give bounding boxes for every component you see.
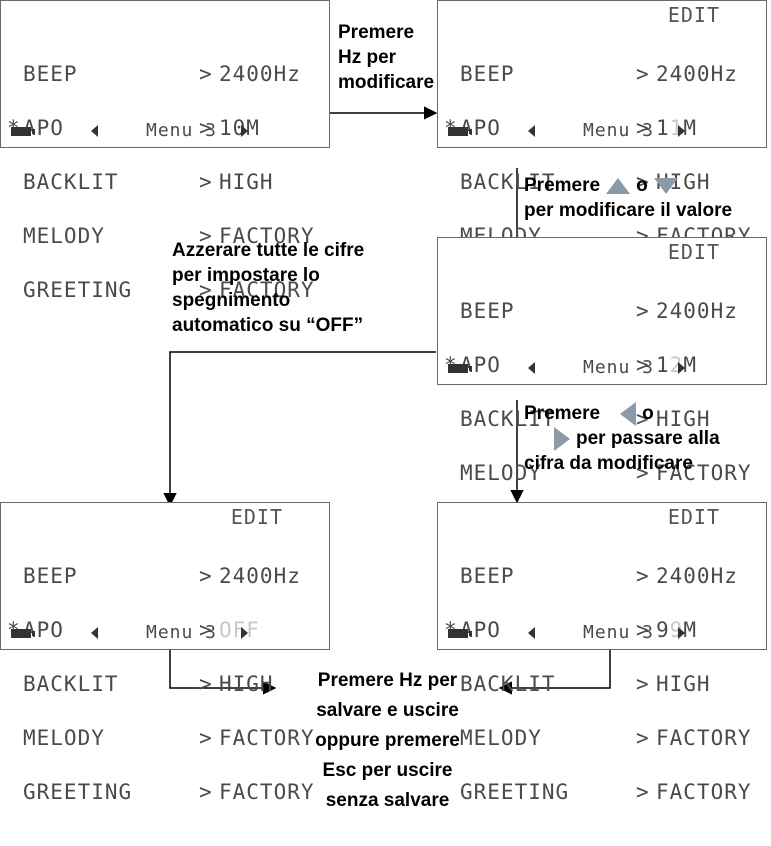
note-save-exit: Premere Hz per salvare e uscire oppure p… — [315, 670, 460, 811]
beep-label: BEEP — [23, 62, 78, 86]
battery-icon — [448, 364, 472, 373]
up-arrow-key-icon — [606, 177, 631, 194]
left-arrow-icon — [528, 362, 535, 374]
left-arrow-icon — [528, 125, 535, 137]
edit-label: EDIT — [667, 3, 720, 27]
arrow-s4-to-result — [169, 650, 277, 695]
melody-value: FACTORY — [219, 224, 315, 248]
lcd-screen-1: BEEP>2400Hz *APO>10M BACKLIT>HIGH MELODY… — [0, 0, 330, 301]
right-arrow-key-icon — [554, 426, 570, 451]
lcd-screen-3: EDIT BEEP>2400Hz *APO>12M BACKLIT>HIGH M… — [437, 237, 767, 538]
left-arrow-key-icon — [620, 401, 637, 426]
note-edit: Premere Hz per modificare — [338, 22, 435, 93]
backlit-value: HIGH — [219, 170, 274, 194]
lcd-screen-2: EDIT BEEP>2400Hz *APO>11M BACKLIT>HIGH M… — [437, 0, 767, 301]
apo-off-value: OFF — [219, 618, 260, 642]
melody-label: MELODY — [23, 224, 105, 248]
right-arrow-icon — [678, 125, 685, 137]
right-arrow-icon — [678, 362, 685, 374]
battery-icon — [448, 127, 472, 136]
greeting-value: FACTORY — [219, 278, 315, 302]
lcd-screen-4: EDIT BEEP>2400Hz *APO>OFF BACKLIT>HIGH M… — [0, 502, 330, 803]
battery-icon — [11, 127, 35, 136]
menu-label: Menu 3 — [146, 120, 218, 141]
apo-value: 10M — [219, 116, 260, 140]
greeting-label: GREETING — [23, 278, 133, 302]
arrow-s3-to-s4 — [163, 351, 436, 507]
battery-icon — [448, 629, 472, 638]
lcd-screen-5: EDIT BEEP>2400Hz *APO>99M BACKLIT>HIGH M… — [437, 502, 767, 803]
left-arrow-icon — [528, 627, 535, 639]
backlit-label: BACKLIT — [23, 170, 119, 194]
battery-icon — [11, 629, 35, 638]
arrow-s5-to-result — [498, 650, 611, 695]
right-arrow-icon — [241, 627, 248, 639]
down-arrow-key-icon — [653, 177, 678, 194]
left-arrow-icon — [91, 627, 98, 639]
left-arrow-icon — [91, 125, 98, 137]
note-set-off: Azzerare tutte le cifre per impostare lo… — [172, 240, 365, 336]
right-arrow-icon — [678, 627, 685, 639]
right-arrow-icon — [241, 125, 248, 137]
beep-value: 2400Hz — [219, 62, 301, 86]
